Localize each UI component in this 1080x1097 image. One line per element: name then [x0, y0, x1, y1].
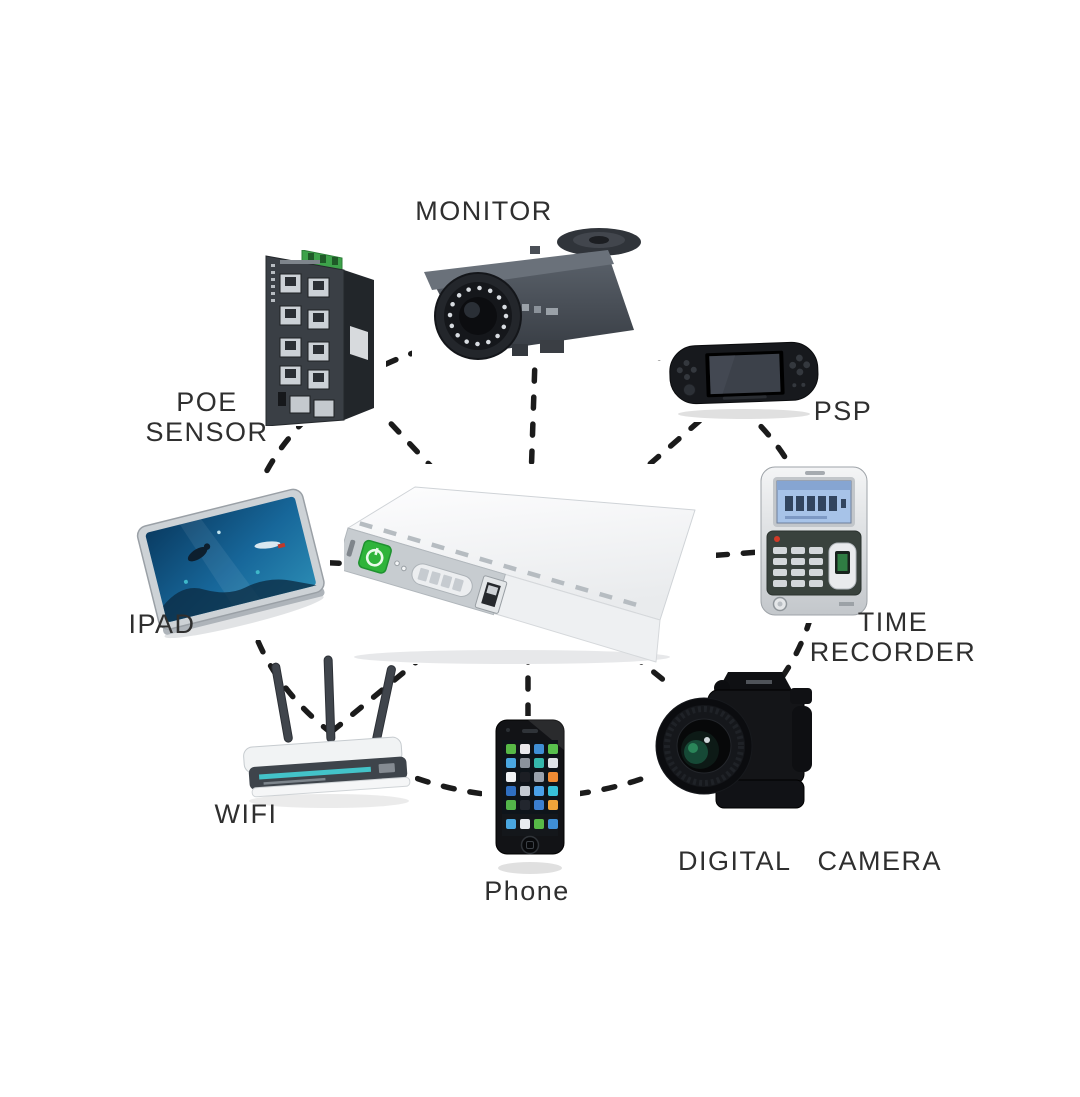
lcd-digits [785, 496, 846, 511]
ipad-shadow [164, 595, 324, 639]
switch-bottom-ports [289, 395, 335, 418]
diver-silhouette [187, 546, 208, 562]
label-phone: Phone [484, 875, 570, 906]
psp-illustration [666, 330, 822, 422]
switch-port-grid [279, 273, 330, 390]
hub-led [401, 565, 407, 572]
router-shadow [249, 794, 409, 808]
label-wifi: WIFI [214, 798, 278, 829]
label-monitor: MONITOR [415, 195, 553, 226]
label-digital-camera: DIGITAL CAMERA [677, 845, 943, 876]
router-antennas [271, 655, 396, 743]
label-ipad: IPAD [128, 608, 196, 639]
hub-shadow [354, 650, 670, 664]
fingerprint-window [837, 554, 848, 571]
camera-connector [512, 344, 528, 356]
dslr-battery-grip [715, 779, 805, 809]
front-camera [506, 728, 510, 732]
camera-connector [540, 340, 564, 353]
lens-focus-ring [664, 706, 744, 786]
status-led [774, 536, 780, 542]
time-recorder-illustration [755, 465, 873, 623]
router-base [251, 776, 411, 798]
ipad-illustration [134, 480, 330, 640]
time-recorder-model-text [805, 471, 825, 475]
psp-analog-stick [682, 383, 696, 397]
poe-switch-illustration [250, 250, 386, 426]
camera-lens [459, 297, 497, 335]
label-psp: PSP [813, 395, 873, 426]
coral-silhouette [163, 579, 317, 623]
hub-power-button [358, 539, 392, 574]
hub-top-vents [359, 521, 637, 607]
mini-ups-hub-illustration [344, 464, 716, 664]
dock-icons [506, 819, 558, 829]
camera-ir-led-ring [447, 285, 509, 347]
router-accent-stripe [258, 766, 372, 780]
dslr-camera-illustration [652, 662, 824, 822]
switch-side-label [350, 326, 368, 360]
cctv-camera-illustration [412, 212, 664, 360]
psp-dpad [676, 359, 697, 380]
hub-power-switch-slot [346, 539, 356, 557]
router-label [378, 763, 396, 774]
phone-illustration [482, 716, 580, 878]
phone-earpiece [522, 729, 538, 733]
brand-mark [839, 602, 854, 606]
dslr-grip [792, 706, 812, 772]
hub-led [394, 560, 400, 567]
dslr-brand-mark [746, 680, 772, 684]
home-button [520, 835, 540, 855]
swimmer-silhouette [254, 541, 281, 549]
psp-reflection [678, 409, 810, 419]
psp-buttons [789, 354, 811, 388]
app-icon-grid [506, 744, 558, 810]
phone-reflection [498, 862, 562, 874]
connector-hub-wifi [327, 567, 531, 736]
switch-led-column [271, 264, 275, 302]
power-icon [365, 547, 384, 567]
time-recorder-keypad [773, 547, 823, 587]
label-time-recorder: TIME RECORDER [809, 606, 977, 667]
label-poe-sensor: POE SENSOR [145, 386, 269, 447]
wifi-router-illustration [229, 648, 415, 816]
